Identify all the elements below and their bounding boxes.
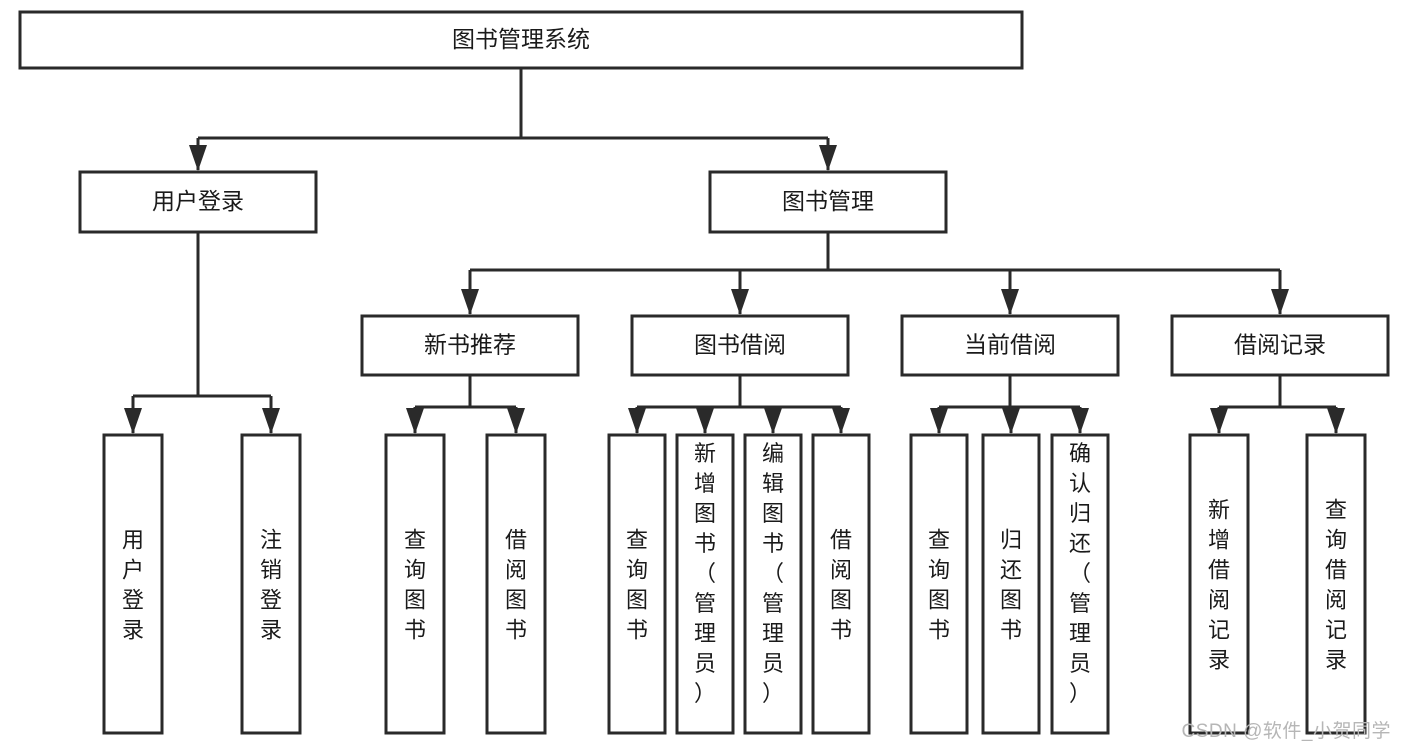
arrow-head-icon bbox=[832, 408, 850, 434]
node-box[interactable] bbox=[909, 433, 969, 735]
arrow-head-icon bbox=[262, 408, 280, 434]
node-label: 借阅图书 bbox=[505, 527, 527, 642]
arrow-head-icon bbox=[461, 289, 479, 315]
node-label: 用户登录 bbox=[122, 527, 144, 642]
arrow-head-icon bbox=[1271, 289, 1289, 315]
node-n-current-borrow[interactable]: 当前借阅 bbox=[900, 314, 1120, 377]
connector-group bbox=[461, 232, 1289, 315]
node-label: 当前借阅 bbox=[964, 332, 1056, 358]
node-label: 查询图书 bbox=[928, 527, 950, 642]
node-label: 新书推荐 bbox=[424, 332, 516, 358]
node-leaf-query-record[interactable]: 查询借阅记录 bbox=[1305, 433, 1367, 735]
arrow-head-icon bbox=[930, 408, 948, 434]
node-label: 图书借阅 bbox=[694, 332, 786, 358]
node-leaf-query-book-cur[interactable]: 查询图书 bbox=[909, 433, 969, 735]
connector-group bbox=[189, 68, 837, 171]
node-label: 确认归还（管理员） bbox=[1069, 441, 1091, 706]
node-n-new-book-rec[interactable]: 新书推荐 bbox=[360, 314, 580, 377]
node-label: 查询图书 bbox=[404, 527, 426, 642]
node-root[interactable]: 图书管理系统 bbox=[18, 10, 1024, 70]
arrow-head-icon bbox=[628, 408, 646, 434]
node-box[interactable] bbox=[708, 170, 948, 234]
node-n-borrow-record[interactable]: 借阅记录 bbox=[1170, 314, 1390, 377]
connector-group bbox=[1210, 375, 1345, 434]
arrow-head-icon bbox=[124, 408, 142, 434]
connector-group bbox=[930, 375, 1089, 434]
node-leaf-user-login[interactable]: 用户登录 bbox=[102, 433, 164, 735]
arrow-head-icon bbox=[696, 408, 714, 434]
arrow-head-icon bbox=[1001, 289, 1019, 315]
node-box[interactable] bbox=[1170, 314, 1390, 377]
node-box[interactable] bbox=[675, 433, 735, 735]
node-n-book-borrow[interactable]: 图书借阅 bbox=[630, 314, 850, 377]
arrow-head-icon bbox=[1002, 408, 1020, 434]
node-box[interactable] bbox=[1305, 433, 1367, 735]
node-box[interactable] bbox=[630, 314, 850, 377]
node-box[interactable] bbox=[811, 433, 871, 735]
node-layer: 图书管理系统用户登录图书管理新书推荐图书借阅当前借阅借阅记录用户登录注销登录查询… bbox=[18, 10, 1390, 735]
node-leaf-borrow-book[interactable]: 借阅图书 bbox=[811, 433, 871, 735]
node-box[interactable] bbox=[240, 433, 302, 735]
node-leaf-borrow-book-rec[interactable]: 借阅图书 bbox=[485, 433, 547, 735]
node-box[interactable] bbox=[485, 433, 547, 735]
node-n-book-manage[interactable]: 图书管理 bbox=[708, 170, 948, 234]
connector-group bbox=[124, 232, 280, 434]
node-label: 用户登录 bbox=[152, 188, 244, 214]
node-box[interactable] bbox=[78, 170, 318, 234]
node-leaf-add-book[interactable]: 新增图书（管理员） bbox=[675, 433, 735, 735]
node-box[interactable] bbox=[1050, 433, 1110, 735]
node-box[interactable] bbox=[900, 314, 1120, 377]
node-leaf-return-book[interactable]: 归还图书 bbox=[981, 433, 1041, 735]
arrow-head-icon bbox=[406, 408, 424, 434]
node-label: 图书管理系统 bbox=[452, 26, 590, 52]
node-box[interactable] bbox=[607, 433, 667, 735]
node-leaf-confirm-return[interactable]: 确认归还（管理员） bbox=[1050, 433, 1110, 735]
arrow-head-icon bbox=[1210, 408, 1228, 434]
node-label: 编辑图书（管理员） bbox=[762, 441, 784, 706]
node-leaf-logout[interactable]: 注销登录 bbox=[240, 433, 302, 735]
node-leaf-add-record[interactable]: 新增借阅记录 bbox=[1188, 433, 1250, 735]
connector-group bbox=[628, 375, 850, 434]
node-box[interactable] bbox=[1188, 433, 1250, 735]
arrow-head-icon bbox=[1071, 408, 1089, 434]
arrow-head-icon bbox=[764, 408, 782, 434]
node-label: 新增图书（管理员） bbox=[694, 441, 716, 706]
arrow-head-icon bbox=[1327, 408, 1345, 434]
node-label: 借阅记录 bbox=[1234, 332, 1326, 358]
node-box[interactable] bbox=[102, 433, 164, 735]
node-label: 查询图书 bbox=[626, 527, 648, 642]
connector-group bbox=[406, 375, 525, 434]
node-n-user-login[interactable]: 用户登录 bbox=[78, 170, 318, 234]
node-label: 图书管理 bbox=[782, 188, 874, 214]
node-label: 新增借阅记录 bbox=[1208, 497, 1230, 672]
arrow-head-icon bbox=[189, 145, 207, 171]
node-box[interactable] bbox=[981, 433, 1041, 735]
connector-layer bbox=[124, 68, 1345, 434]
node-box[interactable] bbox=[360, 314, 580, 377]
arrow-head-icon bbox=[819, 145, 837, 171]
arrow-head-icon bbox=[731, 289, 749, 315]
node-label: 借阅图书 bbox=[830, 527, 852, 642]
node-leaf-query-book-borrow[interactable]: 查询图书 bbox=[607, 433, 667, 735]
node-label: 归还图书 bbox=[1000, 527, 1022, 642]
node-leaf-edit-book[interactable]: 编辑图书（管理员） bbox=[743, 433, 803, 735]
arrow-head-icon bbox=[507, 408, 525, 434]
node-label: 查询借阅记录 bbox=[1325, 497, 1347, 672]
node-box[interactable] bbox=[743, 433, 803, 735]
node-box[interactable] bbox=[18, 10, 1024, 70]
node-label: 注销登录 bbox=[260, 527, 282, 642]
node-leaf-query-book-rec[interactable]: 查询图书 bbox=[384, 433, 446, 735]
node-box[interactable] bbox=[384, 433, 446, 735]
